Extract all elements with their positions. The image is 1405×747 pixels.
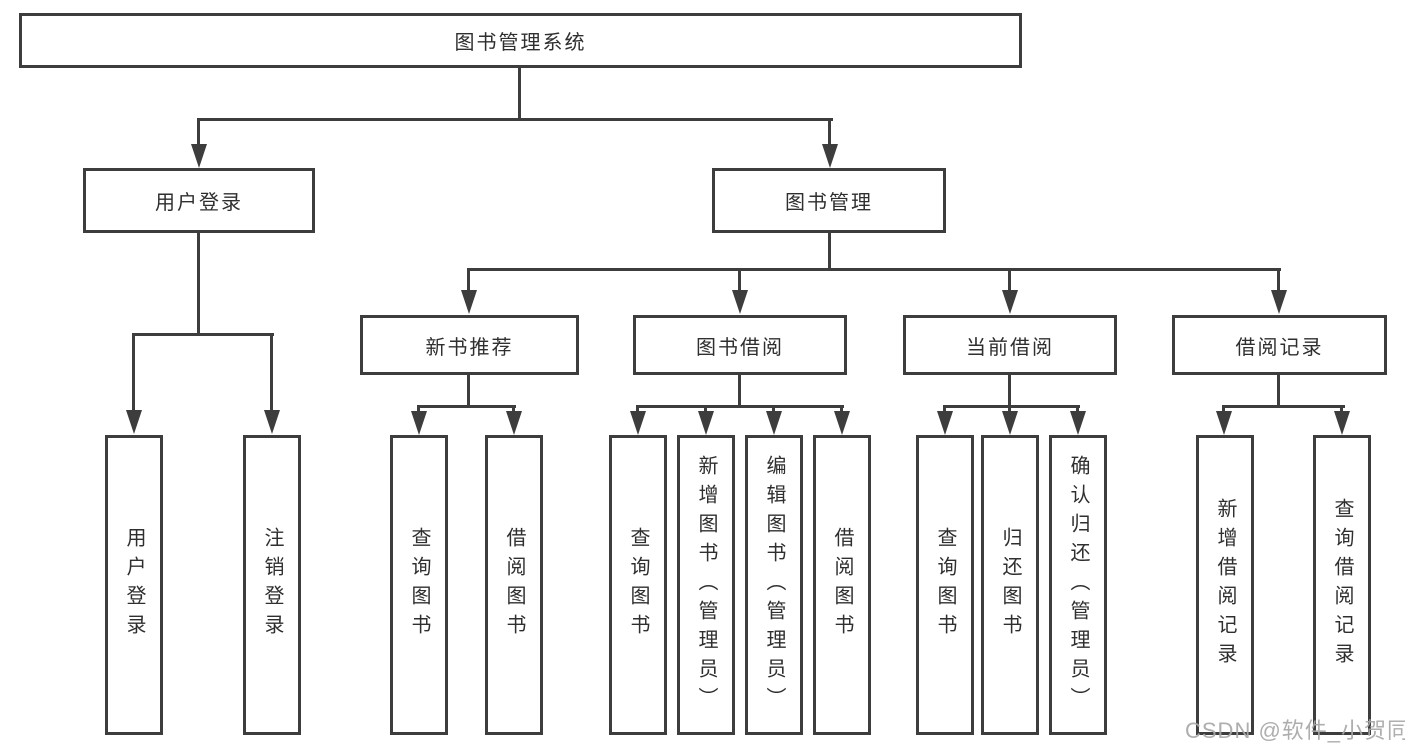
connector-arrowhead bbox=[1334, 411, 1350, 435]
connector-line bbox=[270, 333, 273, 412]
node-label: 归还图书 bbox=[999, 527, 1021, 643]
connector-arrowhead bbox=[1002, 290, 1018, 314]
connector-line bbox=[467, 375, 470, 408]
node-book-management: 图书管理 bbox=[712, 168, 946, 233]
leaf-add-books-admin: 新增图书（管理员） bbox=[677, 435, 735, 735]
node-label: 新书推荐 bbox=[425, 336, 514, 359]
connector-line bbox=[772, 405, 775, 415]
connector-line bbox=[636, 405, 844, 408]
node-user-login: 用户登录 bbox=[83, 168, 315, 233]
node-label: 借阅图书 bbox=[503, 527, 525, 643]
connector-line bbox=[132, 333, 135, 412]
node-label: 新增借阅记录 bbox=[1214, 498, 1236, 672]
connector-line bbox=[943, 405, 1080, 408]
node-new-book-recommendation: 新书推荐 bbox=[360, 315, 579, 375]
connector-arrowhead bbox=[1002, 411, 1018, 435]
node-label: 用户登录 bbox=[155, 192, 243, 214]
connector-line bbox=[1222, 405, 1345, 408]
connector-arrowhead bbox=[937, 411, 953, 435]
connector-line bbox=[840, 405, 843, 415]
leaf-query-books-current: 查询图书 bbox=[916, 435, 974, 735]
connector-line bbox=[197, 233, 200, 336]
node-book-borrowing: 图书借阅 bbox=[633, 315, 847, 375]
node-label: 当前借阅 bbox=[966, 336, 1054, 359]
node-borrowing-records: 借阅记录 bbox=[1172, 315, 1387, 375]
leaf-user-login: 用户登录 bbox=[105, 435, 163, 735]
connector-arrowhead bbox=[506, 411, 522, 435]
node-label: 借阅图书 bbox=[831, 527, 853, 643]
leaf-borrow-books-borrow: 借阅图书 bbox=[813, 435, 871, 735]
connector-arrowhead bbox=[1070, 411, 1086, 435]
connector-line bbox=[1277, 375, 1280, 408]
connector-line bbox=[1222, 405, 1225, 415]
node-label: 图书管理系统 bbox=[454, 32, 587, 54]
connector-line bbox=[197, 118, 200, 148]
leaf-edit-books-admin: 编辑图书（管理员） bbox=[745, 435, 803, 735]
csdn-watermark: CSDN @软件_小贺同学 bbox=[1185, 718, 1405, 743]
connector-line bbox=[1340, 405, 1343, 415]
leaf-borrow-books-recommend: 借阅图书 bbox=[485, 435, 543, 735]
connector-arrowhead bbox=[411, 411, 427, 435]
connector-arrowhead bbox=[1216, 411, 1232, 435]
connector-line bbox=[738, 268, 741, 292]
connector-line bbox=[467, 268, 1281, 271]
node-label: 查询图书 bbox=[934, 527, 956, 643]
node-label: 查询借阅记录 bbox=[1331, 498, 1353, 672]
connector-arrowhead bbox=[1271, 290, 1287, 314]
connector-line bbox=[636, 405, 639, 415]
node-label: 用户登录 bbox=[123, 527, 145, 643]
connector-arrowhead bbox=[822, 144, 838, 168]
connector-arrowhead bbox=[461, 290, 477, 314]
node-label: 查询图书 bbox=[408, 527, 430, 643]
node-label: 编辑图书（管理员） bbox=[763, 454, 785, 716]
node-label: 借阅记录 bbox=[1235, 336, 1324, 359]
connector-line bbox=[512, 405, 515, 415]
connector-line bbox=[704, 405, 707, 415]
node-current-borrowing: 当前借阅 bbox=[903, 315, 1117, 375]
connector-line bbox=[1008, 405, 1011, 415]
connector-line bbox=[1277, 268, 1280, 292]
connector-line bbox=[417, 405, 420, 415]
connector-arrowhead bbox=[698, 411, 714, 435]
node-label: 确认归还（管理员） bbox=[1067, 454, 1089, 716]
leaf-confirm-return-admin: 确认归还（管理员） bbox=[1049, 435, 1107, 735]
connector-arrowhead bbox=[191, 144, 207, 168]
connector-line bbox=[828, 118, 831, 148]
connector-arrowhead bbox=[766, 411, 782, 435]
leaf-logout: 注销登录 bbox=[243, 435, 301, 735]
node-label: 图书管理 bbox=[785, 192, 873, 214]
connector-line bbox=[518, 67, 521, 120]
connector-arrowhead bbox=[630, 411, 646, 435]
connector-line bbox=[738, 375, 741, 408]
leaf-query-books-recommend: 查询图书 bbox=[390, 435, 448, 735]
connector-arrowhead bbox=[834, 411, 850, 435]
connector-line bbox=[417, 405, 516, 408]
node-label: 注销登录 bbox=[261, 527, 283, 643]
connector-line bbox=[943, 405, 946, 415]
connector-line bbox=[1008, 375, 1011, 408]
connector-arrowhead bbox=[264, 410, 280, 434]
leaf-query-books-borrow: 查询图书 bbox=[609, 435, 667, 735]
node-label: 查询图书 bbox=[627, 527, 649, 643]
node-label: 新增图书（管理员） bbox=[695, 454, 717, 716]
node-label: 图书借阅 bbox=[696, 336, 784, 359]
connector-line bbox=[467, 268, 470, 292]
connector-line bbox=[197, 118, 833, 121]
leaf-return-books: 归还图书 bbox=[981, 435, 1039, 735]
node-library-management-system: 图书管理系统 bbox=[19, 13, 1022, 68]
leaf-query-borrow-record: 查询借阅记录 bbox=[1313, 435, 1371, 735]
connector-arrowhead bbox=[732, 290, 748, 314]
leaf-add-borrow-record: 新增借阅记录 bbox=[1196, 435, 1254, 735]
connector-arrowhead bbox=[126, 410, 142, 434]
connector-line bbox=[1008, 268, 1011, 292]
connector-line bbox=[828, 233, 831, 271]
connector-line bbox=[1076, 405, 1079, 415]
connector-line bbox=[132, 333, 274, 336]
